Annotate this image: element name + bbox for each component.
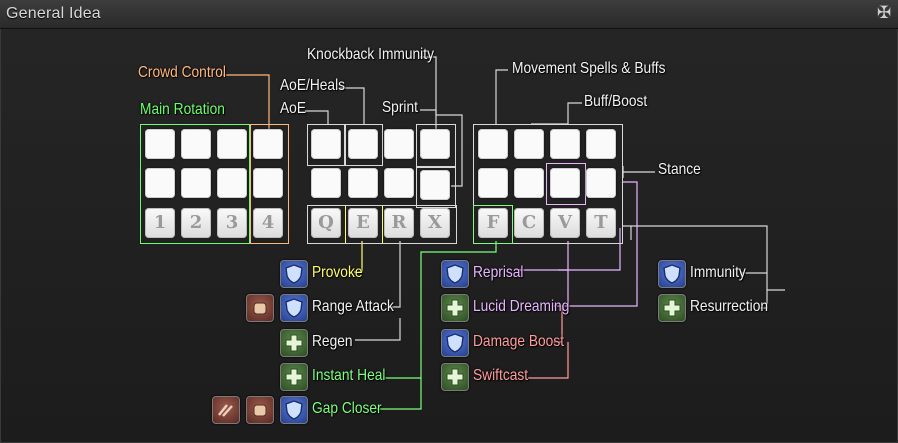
key-2[interactable]: 2: [181, 208, 211, 238]
title-bar[interactable]: General Idea ✠: [0, 0, 898, 29]
lucid-dreaming-label: Lucid Dreaming: [473, 298, 570, 315]
slot-1-7[interactable]: [217, 168, 247, 198]
aoe-label: AoE: [280, 100, 307, 117]
slot-2-5[interactable]: [311, 168, 341, 198]
crowd-control-label: Crowd Control: [138, 64, 226, 81]
range-attack-label: Range Attack: [312, 298, 394, 315]
key-e[interactable]: E: [348, 208, 378, 238]
slot-1-1[interactable]: [145, 129, 175, 159]
buff-boost-box: [546, 163, 586, 205]
knockback-immunity-label: Knockback Immunity: [307, 46, 434, 63]
main-rotation-label: Main Rotation: [140, 101, 225, 118]
gap-closer-label: Gap Closer: [312, 400, 382, 417]
slot-2-7[interactable]: [384, 168, 414, 198]
slot-1-5[interactable]: [145, 168, 175, 198]
medical-cross-icon: [658, 294, 686, 322]
key-q[interactable]: Q: [311, 208, 341, 238]
knockback-box: [416, 124, 456, 168]
aoe-box: [307, 124, 345, 166]
slot-2-2[interactable]: [348, 129, 378, 159]
medical-cross-icon: [441, 363, 469, 391]
key-x[interactable]: X: [420, 208, 450, 238]
medical-cross-icon: [441, 294, 469, 322]
key-t[interactable]: T: [586, 208, 616, 238]
slot-2-4[interactable]: [420, 129, 450, 159]
shield-icon: [280, 396, 308, 424]
provoke-label: Provoke: [312, 264, 363, 281]
window-title: General Idea: [6, 5, 101, 22]
block2-keys-box: [307, 205, 457, 244]
fist-icon: [246, 396, 274, 424]
key-c[interactable]: C: [514, 208, 544, 238]
key-f[interactable]: F: [478, 208, 508, 238]
slot-3-3[interactable]: [550, 129, 580, 159]
shield-icon: [658, 260, 686, 288]
buff-boost-label: Buff/Boost: [584, 93, 648, 110]
shield-icon: [280, 294, 308, 322]
slot-2-6[interactable]: [348, 168, 378, 198]
crowd-control-box: [250, 124, 289, 244]
movement-box: [473, 124, 623, 244]
dash-swoosh-icon: [212, 396, 240, 424]
stance-label: Stance: [658, 161, 701, 178]
sprint-label: Sprint: [382, 99, 418, 116]
shield-icon: [280, 260, 308, 288]
movement-label: Movement Spells & Buffs: [512, 60, 666, 77]
damage-boost-label: Damage Boost: [473, 333, 565, 350]
sprint-box: [416, 166, 456, 208]
slot-3-7[interactable]: [550, 168, 580, 198]
key-1[interactable]: 1: [145, 208, 175, 238]
medical-cross-icon: [280, 363, 308, 391]
close-icon[interactable]: ✠: [876, 3, 892, 22]
swiftcast-label: Swiftcast: [473, 367, 529, 384]
slot-2-3[interactable]: [384, 129, 414, 159]
reprisal-label: Reprisal: [473, 264, 524, 281]
slot-2-1[interactable]: [311, 129, 341, 159]
instant-heal-label: Instant Heal: [312, 367, 386, 384]
aoe-heals-label: AoE/Heals: [280, 77, 346, 94]
slot-1-4[interactable]: [253, 129, 283, 159]
slot-1-2[interactable]: [181, 129, 211, 159]
resurrection-label: Resurrection: [690, 298, 769, 315]
slot-3-6[interactable]: [514, 168, 544, 198]
slot-3-5[interactable]: [478, 168, 508, 198]
main-rotation-box: [140, 124, 250, 244]
aoe-heals-box: [345, 124, 383, 166]
key-3[interactable]: 3: [217, 208, 247, 238]
slot-2-8[interactable]: [420, 170, 450, 200]
slot-3-1[interactable]: [478, 129, 508, 159]
slot-1-3[interactable]: [217, 129, 247, 159]
key-r[interactable]: R: [384, 208, 414, 238]
slot-3-4[interactable]: [586, 129, 616, 159]
shield-icon: [441, 260, 469, 288]
slot-1-6[interactable]: [181, 168, 211, 198]
slot-3-8[interactable]: [586, 168, 616, 198]
slot-3-2[interactable]: [514, 129, 544, 159]
gap-closer-key-box: [473, 205, 513, 244]
key-v[interactable]: V: [550, 208, 580, 238]
key-4[interactable]: 4: [253, 208, 283, 238]
fist-icon: [246, 294, 274, 322]
medical-cross-icon: [280, 329, 308, 357]
immunity-label: Immunity: [690, 264, 746, 281]
regen-label: Regen: [312, 333, 353, 350]
shield-icon: [441, 329, 469, 357]
slot-1-8[interactable]: [253, 168, 283, 198]
